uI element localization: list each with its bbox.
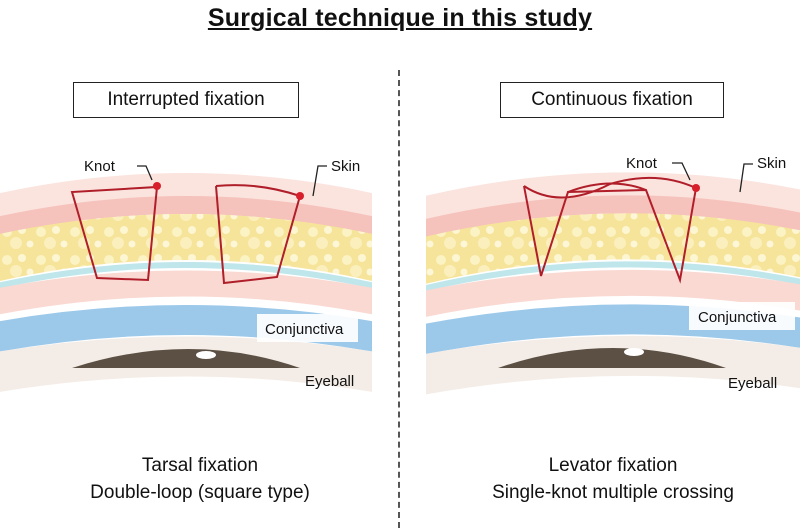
knot-marker	[296, 192, 304, 200]
fixation-type: Tarsal fixation	[141, 455, 259, 476]
fixation-type: Levator fixation	[548, 455, 678, 476]
conjunctiva-label: Conjunctiva	[698, 309, 777, 326]
knot-label: Knot	[84, 158, 116, 175]
loop-type: Single-knot multiple crossing	[492, 482, 734, 503]
knot-label: Knot	[626, 155, 658, 172]
interrupted-fixation-panel: Interrupted fixation	[0, 82, 400, 506]
eyeball-label: Eyeball	[305, 373, 354, 390]
fat-layer	[0, 214, 372, 281]
eyelid-cross-section-diagram: Knot Skin Conjunctiva Eyeball	[426, 155, 800, 395]
eyeball-shape	[498, 348, 726, 368]
method-label-box: Continuous fixation	[500, 82, 724, 118]
continuous-fixation-panel: Continuous fixation	[400, 0, 800, 528]
skin-label: Skin	[331, 158, 360, 175]
method-label-box: Interrupted fixation	[73, 82, 299, 118]
fat-layer	[426, 213, 800, 284]
panel-divider	[398, 70, 400, 528]
conjunctiva-label: Conjunctiva	[265, 321, 344, 338]
eyeball-shape	[72, 349, 300, 368]
skin-inner-layer	[0, 196, 372, 235]
suture-loop-1	[70, 185, 159, 282]
suture-zigzag	[523, 185, 697, 284]
skin-layer	[0, 173, 372, 218]
conjunctiva-line	[0, 262, 372, 289]
loop-type: Double-loop (square type)	[90, 482, 310, 503]
technique-caption: Tarsal fixation Double-loop (square type…	[0, 452, 400, 506]
skin-label: Skin	[757, 155, 786, 172]
skin-inner-layer	[426, 195, 800, 238]
eyelid-cross-section-diagram: Knot Skin Conjunctiva Eyeball	[0, 158, 372, 392]
page-title: Surgical technique in this study	[207, 4, 593, 32]
tissue-layer	[426, 269, 800, 317]
technique-caption: Levator fixation Single-knot multiple cr…	[413, 452, 800, 506]
suture-loop-2	[215, 185, 301, 285]
eyeball-label: Eyeball	[728, 375, 777, 392]
knot-marker	[692, 184, 700, 192]
knot-marker	[153, 182, 161, 190]
conjunctiva-line	[426, 261, 800, 292]
tissue-layer	[0, 270, 372, 315]
